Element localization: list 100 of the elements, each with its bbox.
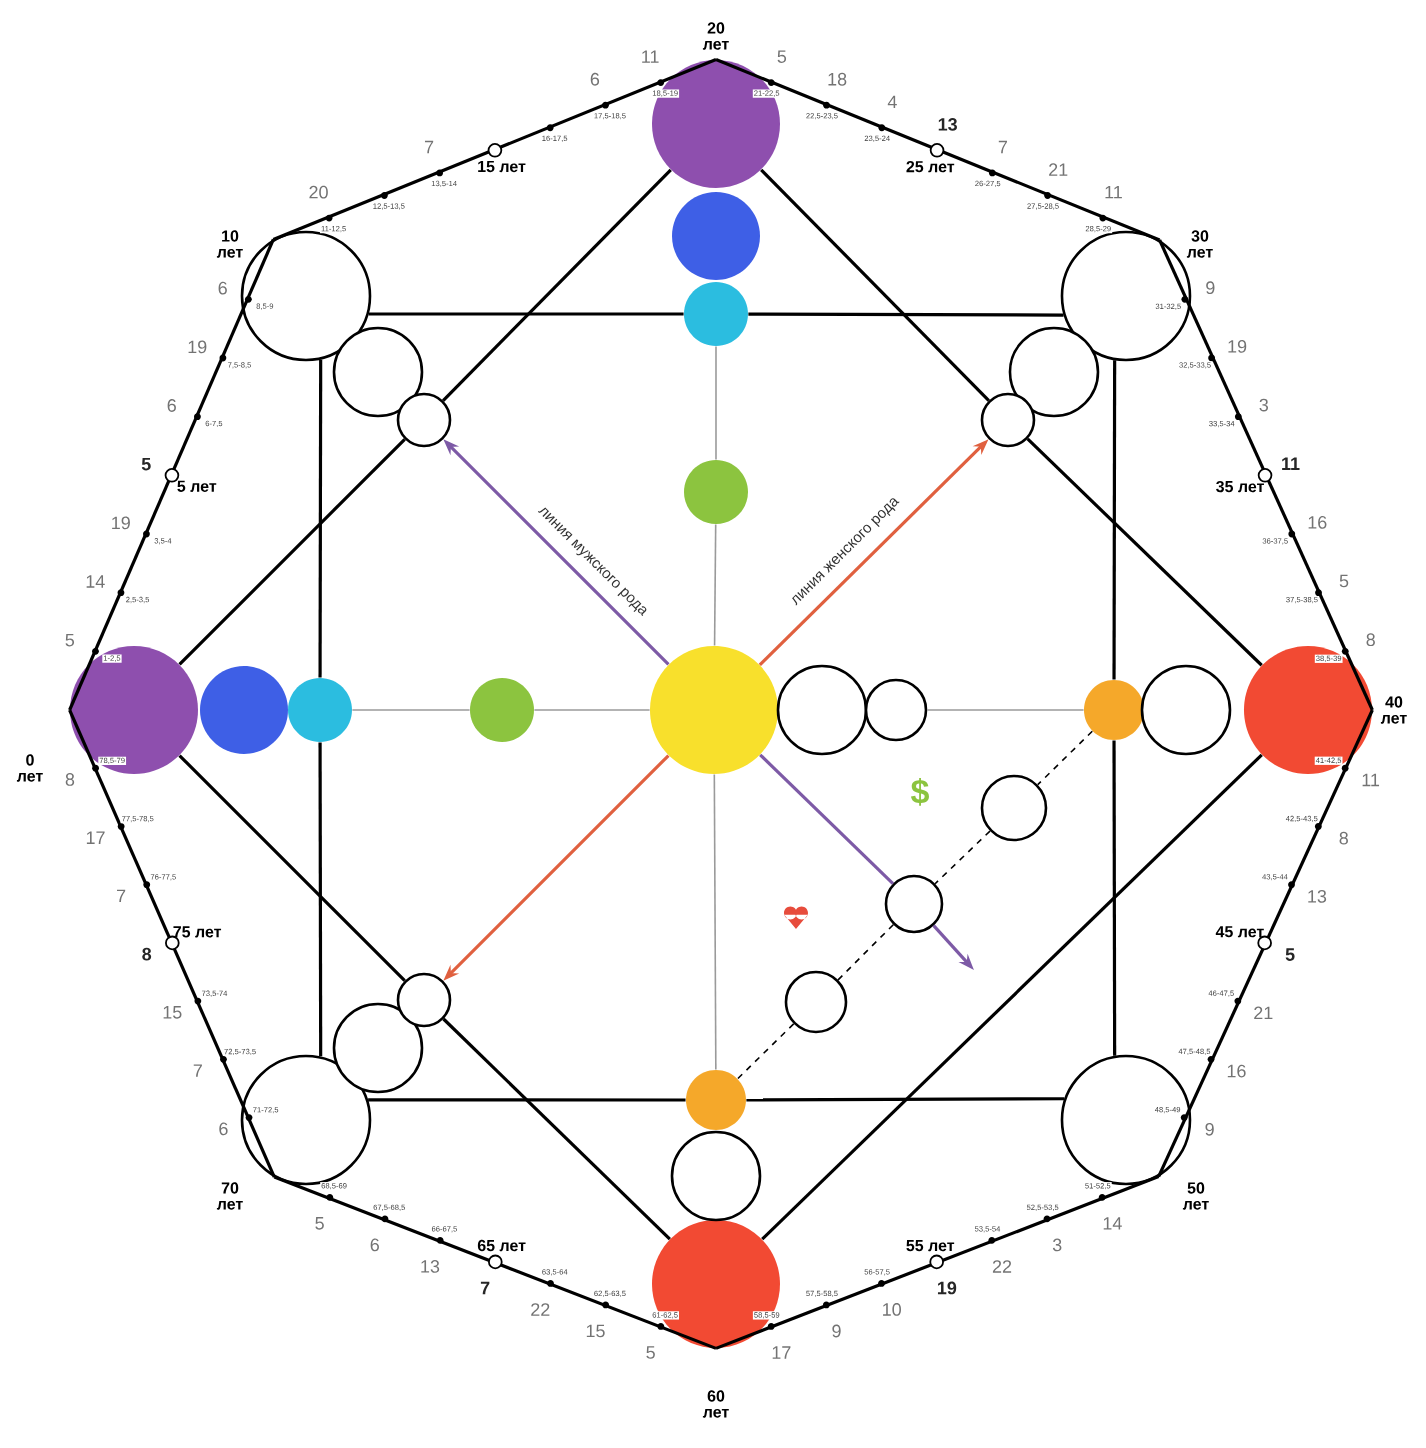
line [351,709,471,711]
circle [884,874,944,934]
age-label: 45 лет [1215,926,1264,938]
circle [784,970,848,1034]
number-label: 8 [1339,831,1348,845]
number-label: 11 [1282,457,1300,470]
line [68,709,276,1178]
line [318,359,323,678]
circle [332,1002,424,1094]
line [1112,740,1117,1056]
line [715,345,717,461]
number-label: 14 [1103,1217,1122,1230]
age-label: 50 лет [1182,1182,1209,1210]
dollar-sign: $ [910,778,929,806]
age-label: 40 лет [1380,696,1407,724]
number-label: 11 [1105,185,1122,199]
dashed-line [736,1023,795,1080]
color-circle [288,678,352,742]
color-circle [686,1070,746,1130]
line [748,312,1064,317]
number-label: 19 [112,516,130,530]
number-label: 3 [1259,398,1268,412]
circle [1140,664,1232,756]
color-circle [470,678,534,742]
number-label: 17 [772,1346,791,1359]
line [1158,239,1374,711]
line [273,1175,717,1350]
line [761,753,1263,1241]
dashed-line [1036,730,1094,786]
number-label: 7 [425,140,434,154]
color-circle [650,646,778,774]
number-label: 7 [480,1281,490,1295]
line [713,773,717,1071]
age-label: 70 лет [216,1182,243,1210]
number-label: 5 [1285,948,1295,961]
number-label: 21 [1049,163,1068,176]
number-label: 17 [86,831,105,844]
number-label: 18 [828,72,847,86]
line [68,238,275,711]
dashed-line [934,830,991,885]
age-label: 25 лет [906,161,955,173]
number-label: 4 [887,95,897,108]
circle [864,678,928,742]
line [1157,709,1374,1178]
number-label: 22 [531,1303,550,1316]
number-label: 19 [937,1281,957,1295]
number-label: 22 [992,1260,1012,1273]
number-label: 5 [315,1217,324,1230]
number-label: 3 [1052,1238,1062,1252]
line [442,1017,671,1241]
line [926,709,1085,711]
age-label: 75 лет [173,926,222,938]
number-label: 7 [193,1064,202,1077]
age-label: 20 лет [702,22,729,50]
line [715,1175,1160,1350]
age-label: 0 лет [16,754,43,782]
number-label: 7 [998,140,1007,154]
line [318,742,323,1057]
color-circle [1084,680,1144,740]
age-label: 60 лет [702,1390,729,1418]
line [746,1097,1065,1102]
line [368,312,684,316]
color-circle [672,192,760,280]
number-label: 7 [117,889,126,903]
circle [1008,326,1100,418]
number-label: 5 [646,1346,655,1359]
number-label: 11 [1362,773,1380,787]
line [178,754,406,982]
age-label: 55 лет [906,1240,955,1252]
number-label: 8 [142,947,152,961]
number-label: 13 [938,118,957,131]
number-label: 13 [421,1260,440,1273]
line [713,523,717,647]
color-circle [684,282,748,346]
number-label: 20 [309,185,328,199]
number-label: 8 [65,773,75,786]
circle [670,1130,762,1222]
line [368,1098,686,1102]
line [178,438,406,666]
age-label: 65 лет [477,1239,526,1252]
line [442,168,672,402]
age-label: 5 лет [177,480,217,492]
number-label: 5 [1339,574,1349,588]
color-circle [200,666,288,754]
number-label: 19 [188,340,207,354]
number-label: 8 [1366,633,1375,647]
age-label: 15 лет [478,161,526,173]
number-label: 10 [883,1303,901,1316]
number-label: 21 [1254,1006,1273,1020]
number-label: 16 [1308,516,1327,529]
line [759,753,895,885]
line [533,709,651,711]
number-label: 13 [1308,890,1327,903]
number-label: 6 [590,72,600,86]
circle [980,774,1048,842]
line [1112,360,1117,680]
number-label: 14 [86,575,105,588]
number-label: 15 [586,1324,605,1338]
number-label: 5 [777,50,787,63]
age-label: 10 лет [216,230,243,258]
